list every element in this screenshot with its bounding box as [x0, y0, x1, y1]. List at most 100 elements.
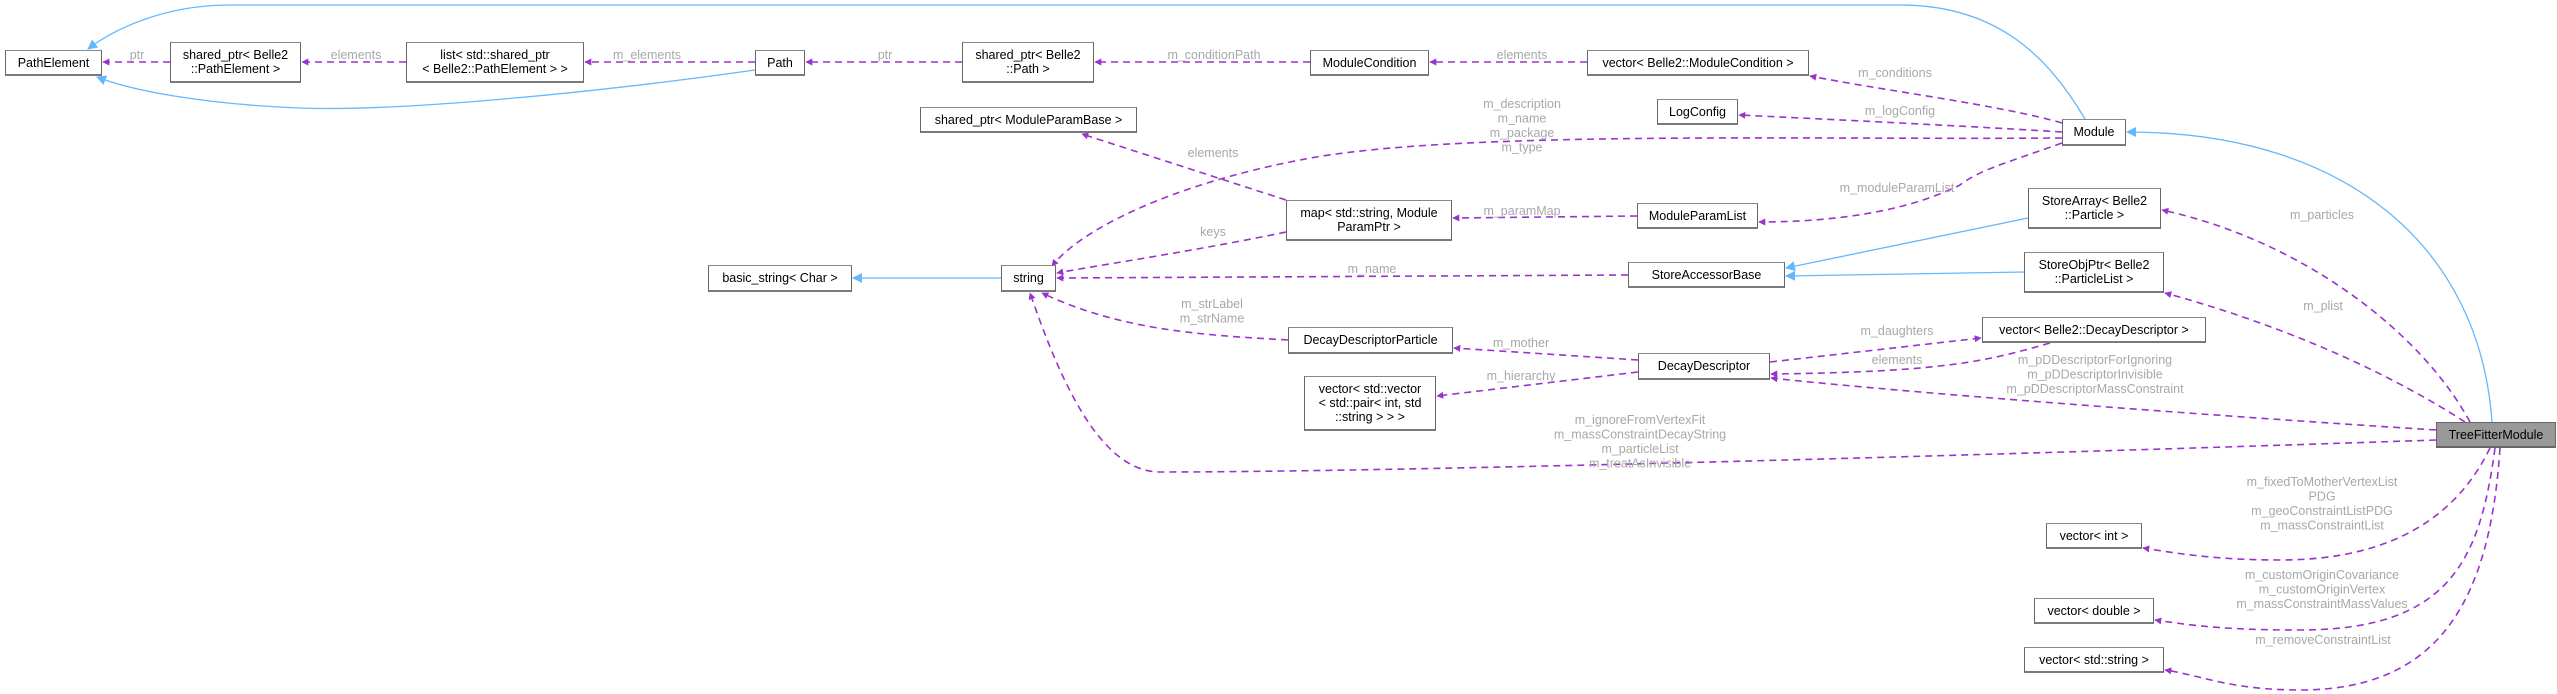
- node-store-accessor-base[interactable]: StoreAccessorBase: [1628, 262, 1785, 288]
- usage-edge-tree-fitter-module-to-vector-int: [2142, 447, 2491, 561]
- edge-label: m_strLabel: [1181, 297, 1243, 311]
- edge-label: m_conditions: [1858, 66, 1932, 80]
- node-tree-fitter-module[interactable]: TreeFitterModule: [2436, 422, 2556, 448]
- node-label: Module: [2073, 125, 2115, 139]
- node-shared-ptr-module-param-base[interactable]: shared_ptr< ModuleParamBase >: [920, 107, 1137, 133]
- edge-label: ptr: [878, 48, 893, 62]
- node-vector-vector-pair[interactable]: vector< std::vector< std::pair< int, std…: [1304, 376, 1436, 431]
- node-label: vector< Belle2::ModuleCondition >: [1602, 55, 1794, 70]
- node-decay-descriptor-particle[interactable]: DecayDescriptorParticle: [1288, 327, 1453, 354]
- edge-label: m_pDDescriptorForIgnoring: [2018, 353, 2172, 367]
- node-vector-double[interactable]: vector< double >: [2034, 598, 2154, 624]
- node-label: < std::pair< int, std: [1318, 396, 1422, 410]
- usage-edge-module-to-module-param-list: [1758, 142, 2063, 226]
- node-vector-module-condition[interactable]: vector< Belle2::ModuleCondition >: [1587, 50, 1809, 76]
- node-label: vector< std::vector: [1318, 382, 1422, 396]
- edge-label: ptr: [130, 48, 145, 62]
- edge-label: m_pDDescriptorMassConstraint: [2006, 382, 2184, 396]
- node-label: DecayDescriptor: [1657, 359, 1751, 373]
- edge-label: m_name: [1498, 112, 1547, 126]
- node-label: vector< Belle2::DecayDescriptor >: [1999, 322, 2189, 337]
- usage-edge-store-accessor-base-to-string: [1056, 274, 1629, 282]
- node-label: StoreAccessorBase: [1651, 267, 1762, 282]
- inheritance-edge-module-to-path-element: [87, 4, 2086, 120]
- node-decay-descriptor[interactable]: DecayDescriptor: [1638, 353, 1770, 380]
- node-label: PathElement: [17, 55, 90, 70]
- node-label: ParamPtr >: [1337, 220, 1401, 234]
- edge-label: elements: [1872, 353, 1923, 367]
- edge-label: m_daughters: [1861, 324, 1934, 338]
- edge-label: m_elements: [613, 48, 681, 62]
- edge-label: PDG: [2308, 490, 2335, 504]
- edge-label: m_description: [1483, 97, 1561, 111]
- node-label: shared_ptr< Belle2: [975, 48, 1081, 62]
- node-label: TreeFitterModule: [2448, 427, 2544, 442]
- node-label: vector< double >: [2047, 603, 2141, 618]
- edge-label: m_massConstraintList: [2260, 519, 2384, 533]
- node-module[interactable]: Module: [2062, 119, 2126, 146]
- node-label: vector< int >: [2059, 528, 2129, 543]
- node-label: string: [1013, 271, 1044, 285]
- node-vector-string[interactable]: vector< std::string >: [2024, 647, 2164, 673]
- node-vector-int[interactable]: vector< int >: [2046, 523, 2142, 549]
- edge-label: m_ignoreFromVertexFit: [1575, 413, 1706, 427]
- node-label: StoreObjPtr< Belle2: [2038, 258, 2150, 272]
- edge-label: m_paramMap: [1483, 204, 1560, 218]
- inheritance-edge-store-obj-ptr-particle-list-to-store-accessor-base: [1785, 270, 2025, 281]
- edge-label: m_customOriginCovariance: [2245, 568, 2399, 582]
- edge-label: m_conditionPath: [1167, 48, 1260, 62]
- edge-label: m_particleList: [1601, 442, 1679, 456]
- node-store-obj-ptr-particle-list[interactable]: StoreObjPtr< Belle2::ParticleList >: [2024, 252, 2164, 293]
- node-label: < Belle2::PathElement > >: [422, 62, 568, 76]
- usage-edge-tree-fitter-module-to-vector-string: [2164, 447, 2501, 691]
- node-store-array-particle[interactable]: StoreArray< Belle2::Particle >: [2028, 188, 2161, 229]
- node-list-shared-ptr[interactable]: list< std::shared_ptr< Belle2::PathEleme…: [406, 42, 584, 83]
- node-vector-decay-descriptor[interactable]: vector< Belle2::DecayDescriptor >: [1982, 317, 2206, 343]
- node-label: ModuleParamList: [1648, 208, 1747, 223]
- node-basic-string[interactable]: basic_string< Char >: [708, 265, 852, 292]
- edge-label: m_name: [1348, 262, 1397, 276]
- edge-label: m_massConstraintMassValues: [2236, 597, 2407, 611]
- inheritance-edge-tree-fitter-module-to-module: [2126, 127, 2493, 423]
- node-path[interactable]: Path: [755, 50, 805, 76]
- edge-label: m_mother: [1493, 336, 1549, 350]
- node-log-config[interactable]: LogConfig: [1657, 99, 1738, 125]
- edge-label: m_fixedToMotherVertexList: [2247, 475, 2398, 489]
- node-string[interactable]: string: [1001, 265, 1056, 292]
- inheritance-edge-path-to-path-element: [96, 69, 756, 110]
- usage-edge-vector-decay-descriptor-to-decay-descriptor: [1770, 342, 2051, 378]
- usage-edge-module-to-string: [1051, 137, 2063, 267]
- edge-label: elements: [331, 48, 382, 62]
- usage-edge-tree-fitter-module-to-decay-descriptor: [1770, 375, 2437, 431]
- node-label: StoreArray< Belle2: [2041, 194, 2148, 208]
- node-label: ModuleCondition: [1322, 55, 1417, 70]
- usage-edge-decay-descriptor-to-vector-vector-pair: [1436, 371, 1639, 399]
- edge-label: m_customOriginVertex: [2259, 583, 2386, 597]
- node-label: ::string > > >: [1335, 410, 1405, 424]
- edge-label: m_pDDescriptorInvisible: [2027, 368, 2163, 382]
- edge-label: m_geoConstraintListPDG: [2251, 504, 2393, 518]
- node-label: basic_string< Char >: [722, 271, 838, 285]
- edge-label: m_plist: [2303, 299, 2343, 313]
- node-shared-ptr-path[interactable]: shared_ptr< Belle2::Path >: [962, 42, 1094, 83]
- usage-edge-tree-fitter-module-to-store-array-particle: [2161, 207, 2471, 423]
- node-label: Path: [767, 55, 793, 70]
- node-label: map< std::string, Module: [1300, 206, 1438, 220]
- usage-edge-module-param-list-to-map-module-param: [1452, 214, 1638, 222]
- node-shared-ptr-path-element[interactable]: shared_ptr< Belle2::PathElement >: [170, 42, 301, 83]
- edge-label: m_treatAsInvisible: [1589, 457, 1691, 471]
- edge-label: m_massConstraintDecayString: [1554, 428, 1726, 442]
- node-path-element[interactable]: PathElement: [5, 50, 102, 76]
- usage-edge-tree-fitter-module-to-string: [1028, 292, 2437, 473]
- node-module-param-list[interactable]: ModuleParamList: [1637, 203, 1758, 229]
- inheritance-edge-store-array-particle-to-store-accessor-base: [1785, 217, 2029, 272]
- usage-edge-decay-descriptor-to-decay-descriptor-particle: [1453, 344, 1639, 361]
- node-label: ::Particle >: [2064, 208, 2125, 222]
- node-label: ::PathElement >: [190, 62, 281, 76]
- edge-label: m_type: [1502, 141, 1543, 155]
- node-label: LogConfig: [1669, 104, 1726, 119]
- node-module-condition[interactable]: ModuleCondition: [1310, 50, 1429, 76]
- edge-label: m_moduleParamList: [1840, 181, 1955, 195]
